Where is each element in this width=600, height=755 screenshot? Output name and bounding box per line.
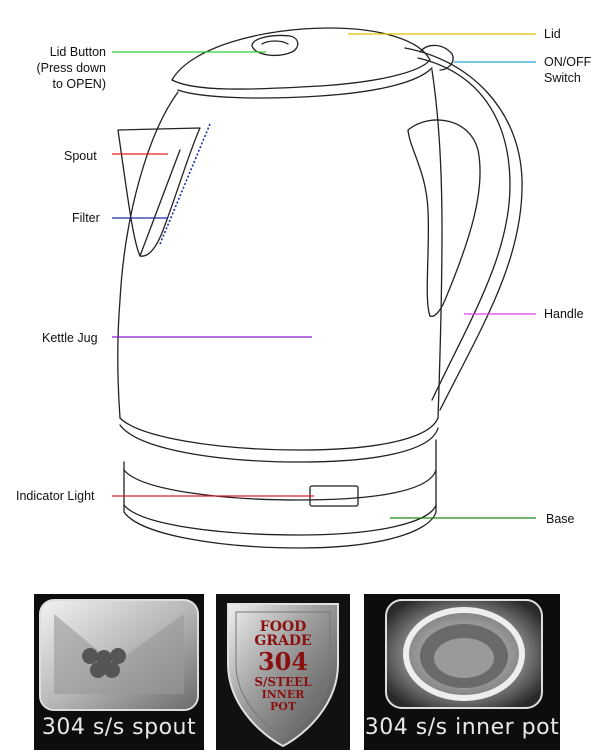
switch-text-1: ON/OFF [544,55,592,69]
inner-pot-caption: 304 s/s inner pot [364,715,560,740]
lid-button-outline [251,34,299,57]
badge-line-5: INNER [261,688,305,701]
switch-outline [419,44,454,71]
badge-line-6: POT [269,700,297,713]
badge-line-2: GRADE [254,633,312,649]
shield-icon [227,603,339,748]
indicator-light-label: Indicator Light [16,489,95,503]
spout-label: Spout [64,149,97,163]
lid-outline [171,27,431,90]
switch-text-2: Switch [544,71,581,85]
badge-line-1: FOOD [259,619,307,635]
switch-label: ON/OFF Switch [544,54,591,86]
spout-outline [117,127,201,257]
spout-photo: 304 s/s spout [34,594,204,750]
lid-button-label: Lid Button (Press down to OPEN) [18,44,106,92]
kettle-diagram [112,27,536,549]
jug-outline [117,91,179,419]
handle-outline [404,47,523,411]
filter-label: Filter [72,211,100,225]
inner-pot-photo: 304 s/s inner pot [364,594,560,750]
indicator-light-outline [309,485,359,507]
lid-label: Lid [544,27,561,41]
badge-text: FOOD GRADE 304 S/STEEL INNER POT [216,620,350,713]
food-grade-badge: FOOD GRADE 304 S/STEEL INNER POT [216,594,350,750]
lid-button-note-2: to OPEN) [52,77,107,91]
inner-pot-photo-image [385,599,543,709]
kettle-jug-label: Kettle Jug [42,331,98,345]
lid-button-text: Lid Button [49,45,106,59]
base-label: Base [546,512,575,526]
lid-button-note-1: (Press down [36,61,106,75]
base-outline [123,439,437,549]
badge-line-4: S/STEEL [254,675,312,689]
badge-line-3: 304 [257,647,309,676]
handle-label: Handle [544,307,584,321]
spout-photo-image [39,599,199,711]
spout-caption: 304 s/s spout [41,715,197,740]
